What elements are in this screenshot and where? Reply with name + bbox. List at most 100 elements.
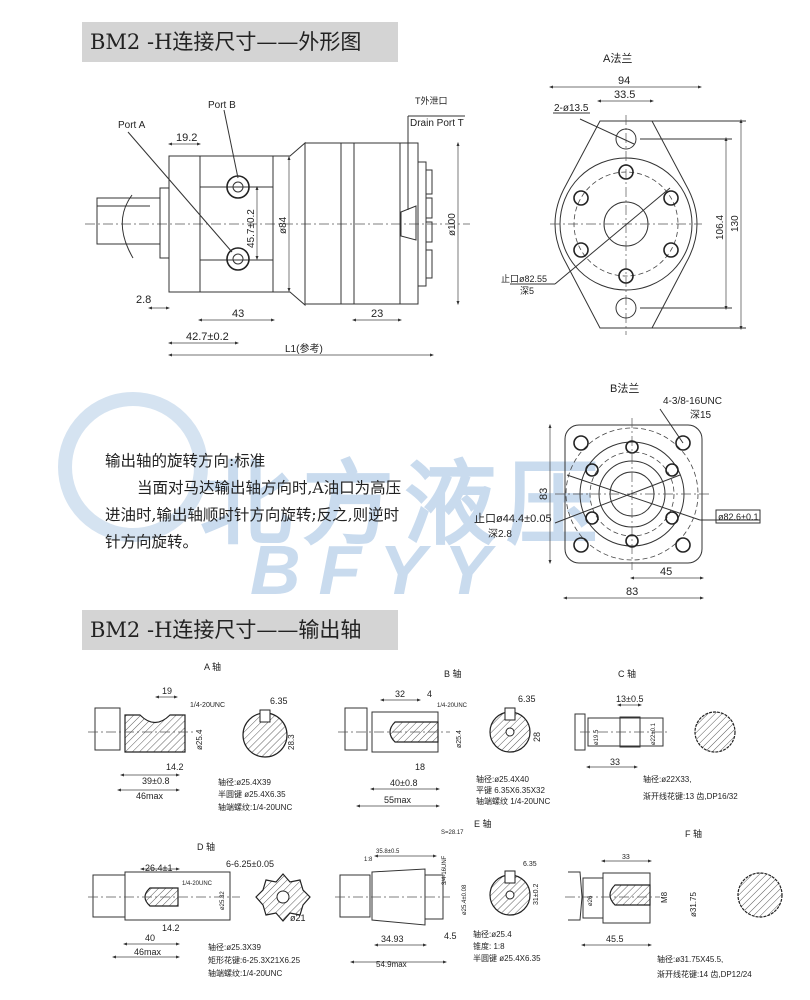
thread-label: 1/4-20UNC [182,881,213,887]
height: 31±0.2 [533,884,540,905]
dim-40: 40 [145,933,155,943]
dim-106-4: 106.4 [715,215,726,240]
diameter: ø25.4±0.08 [462,884,468,915]
port-a-label: Port A [118,120,146,131]
dim-26-4: 26.4±1 [145,863,172,873]
spec-line: 轴径:ø25.3X39 [208,942,261,952]
key-width: 6.35 [523,861,537,868]
section-header-outline: BM2 -H连接尺寸——外形图 [82,22,398,62]
dim-d100: ø100 [447,213,458,236]
taper-label: 1:8 [364,857,373,863]
diameter-26: ø26 [588,895,594,906]
drain-port-label: Drain Port T [410,118,464,129]
dim-39: 39±0.8 [142,776,169,786]
flange-b-view: B法兰 4-3/8-16UNC 深15 83 45 83 止口ø44.4±0.0… [474,381,761,600]
thread-depth-label: 深15 [690,409,712,421]
drain-port-cn-label: T外泄口 [415,95,448,106]
diameter-21: ø21 [290,913,306,923]
dim-14-2: 14.2 [166,762,184,772]
shaft-d-title: D 轴 [197,841,215,852]
key-width: 6.35 [518,694,536,704]
section-header-shaft: BM2 -H连接尺寸——输出轴 [82,610,398,650]
spec-line: 半圆键 ø25.4X6.35 [473,953,541,963]
dim-14-2: 14.2 [162,923,180,933]
dim-32: 32 [395,689,405,699]
dim-19: 19 [162,686,172,696]
dim-54-9max: 54.9max [376,960,407,969]
dim-4-5: 4.5 [444,931,457,941]
spec-line: 轴径:ø25.4X39 [218,777,271,787]
dim-35-8: 35.8±0.5 [376,849,400,855]
thread-label: 3/4-16UNF [442,855,448,885]
spec-line: 平键 6.35X6.35X32 [476,785,545,795]
shaft-d: D 轴 26.4±1 1/4-20UNC ø25.32 14.2 40 46ma… [88,841,311,978]
flange-a-view: A法兰 94 33.5 2-ø13.5 106.4 130 止口ø82.55 深… [501,51,746,335]
dim-46max: 46max [136,791,164,801]
thread-m8: M8 [660,891,669,903]
spec-line: 渐开线花键:14 齿,DP12/24 [657,969,752,979]
rotation-arrow-icon [121,194,134,259]
shaft-f: F 轴 33 ø26 M8 ø31.75 45.5 轴径:ø31.75X45.5… [565,828,783,979]
shaft-c-title: C 轴 [618,668,636,679]
spec-line: 轴径:ø22X33, [643,774,691,784]
rotation-line: 输出轴的旋转方向:标准 [105,452,266,470]
dim-55max: 55max [384,795,412,805]
dim-42-7: 42.7±0.2 [186,331,229,343]
key-width: 6.35 [270,696,288,706]
diameter-19-5: ø19.5 [594,729,600,745]
spec-line: 半圆键 ø25.4X6.35 [218,789,286,799]
flange-b-title: B法兰 [610,381,639,395]
pilot-depth-label: 深5 [520,286,534,296]
spec-line: 锥度: 1:8 [473,941,505,951]
motor-side-view: Port A Port B T外泄口 Drain Port T 19.2 2.8… [85,95,470,357]
dim-46max: 46max [134,947,162,957]
pilot-label: 止口ø44.4±0.05 [474,512,552,525]
dim-33: 33 [610,757,620,767]
port-a-circle [226,247,250,271]
dim-23: 23 [371,308,383,320]
pilot-depth-label: 深2.8 [488,528,512,540]
height: 28.3 [287,734,296,750]
dim-33-5: 33.5 [614,89,635,101]
shaft-a-title: A 轴 [204,661,221,672]
rotation-description: 输出轴的旋转方向:标准 当面对马达输出轴方向时,A油口为高压 进油时,输出轴顺时… [105,448,450,556]
shaft-c: C 轴 13±0.5 ø19.5 ø22±0.1 33 轴径:ø22X33, 渐… [574,668,738,801]
diameter: ø25.4 [456,730,463,748]
height: 28 [532,732,542,742]
s-dim: S=28.17 [441,830,464,836]
shaft-e: E 轴 S=28.17 35.8±0.5 1:8 3/4-16UNF ø25.4… [335,818,541,969]
rotation-line: 针方向旋转。 [105,533,199,551]
dim-94: 94 [618,75,630,87]
diameter-22: ø22±0.1 [651,722,657,745]
dim-83-vertical: 83 [538,488,550,500]
dim-d84: ø84 [278,216,289,234]
dim-45-5: 45.5 [606,934,624,944]
diameter: ø25.4 [195,729,204,750]
dim-40: 40±0.8 [390,778,417,788]
shaft-b: B 轴 32 4 1/4-20UNC 6.35 ø25.4 28 18 40±0… [338,668,550,808]
shaft-f-title: F 轴 [685,828,702,839]
spec-line: 渐开线花键:13 齿,DP16/32 [643,791,738,801]
dim-18: 18 [415,762,425,772]
dim-19-2: 19.2 [176,132,197,144]
thread-label: 1/4-20UNC [437,703,468,709]
dim-13: 13±0.5 [616,694,643,704]
shaft-a: A 轴 19 1/4-20UNC 6.35 ø25.4 28.3 14.2 39… [88,661,296,812]
dim-45-7: 45.7±0.2 [246,209,257,248]
thread-label: 4-3/8-16UNC [663,396,722,407]
dim-130: 130 [730,215,741,232]
dim-34-93: 34.93 [381,934,404,944]
dim-33: 33 [622,854,630,861]
spec-line: 轴径:ø25.4X40 [476,774,529,784]
mount-holes-label: 2-ø13.5 [554,103,589,114]
spec-line: 轴端螺纹:1/4-20UNC [218,802,292,812]
spec-line: 轴端螺纹 1/4-20UNC [476,796,550,806]
spline-label: 6-6.25±0.05 [226,859,274,869]
dim-4: 4 [427,689,432,699]
bolt-circle-label: ø82.6±0.1 [718,512,758,522]
thread-label: 1/4-20UNC [190,702,225,709]
rotation-line: 进油时,输出轴顺时针方向旋转;反之,则逆时 [105,506,400,524]
spec-line: 矩形花键:6-25.3X21X6.25 [208,955,301,965]
dim-83-horizontal: 83 [626,586,638,598]
